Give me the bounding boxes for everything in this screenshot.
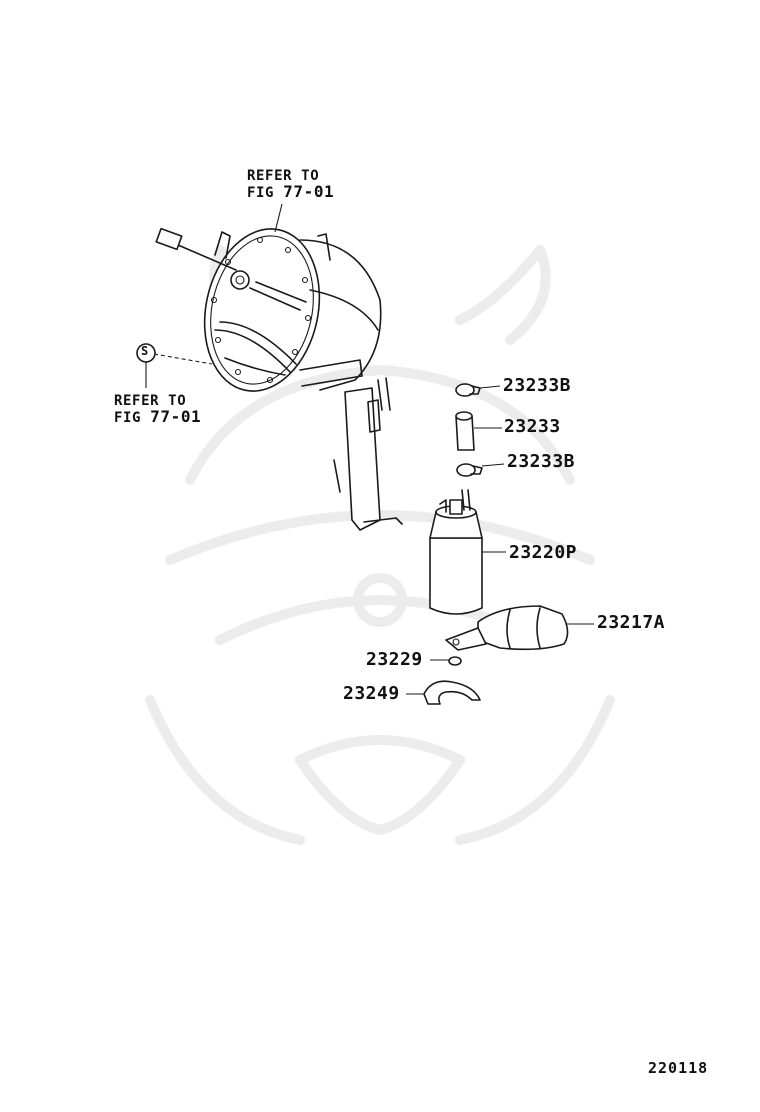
part-23249-shape — [406, 680, 481, 705]
refer-left-fig-ref: 77-01 — [150, 407, 202, 426]
screw-reference — [136, 343, 213, 388]
watermark-emblem — [145, 245, 615, 845]
part-23233-shape — [455, 411, 502, 451]
part-23217a-shape — [445, 605, 594, 651]
part-label-23233b-top[interactable]: 23233B — [503, 375, 572, 396]
part-label-23217a[interactable]: 23217A — [597, 612, 666, 633]
refer-top-fig-prefix: FIG — [247, 185, 275, 201]
part-label-23233[interactable]: 23233 — [504, 416, 561, 437]
sender-gauge-assembly — [155, 227, 403, 531]
part-23229-shape — [430, 656, 462, 666]
part-label-23220p[interactable]: 23220P — [509, 542, 578, 563]
refer-left-line1: REFER TO — [114, 393, 187, 409]
refer-left-fig-prefix: FIG — [114, 410, 142, 426]
part-label-23233b-bottom[interactable]: 23233B — [507, 451, 576, 472]
part-label-23249[interactable]: 23249 — [343, 683, 400, 704]
leader-refer-top — [274, 203, 283, 233]
part-23233b-bottom-shape — [456, 463, 505, 477]
part-23233b-top-shape — [455, 383, 501, 397]
part-23220p-shape — [429, 489, 506, 615]
refer-left-label: REFER TO FIG 77-01 — [114, 393, 201, 426]
part-label-23229[interactable]: 23229 — [366, 649, 423, 670]
refer-top-line1: REFER TO — [247, 168, 320, 184]
refer-top-label: REFER TO FIG 77-01 — [247, 168, 334, 201]
refer-top-fig-ref: 77-01 — [283, 182, 335, 201]
figure-number: 220118 — [648, 1059, 709, 1077]
screw-symbol: S — [141, 344, 149, 358]
